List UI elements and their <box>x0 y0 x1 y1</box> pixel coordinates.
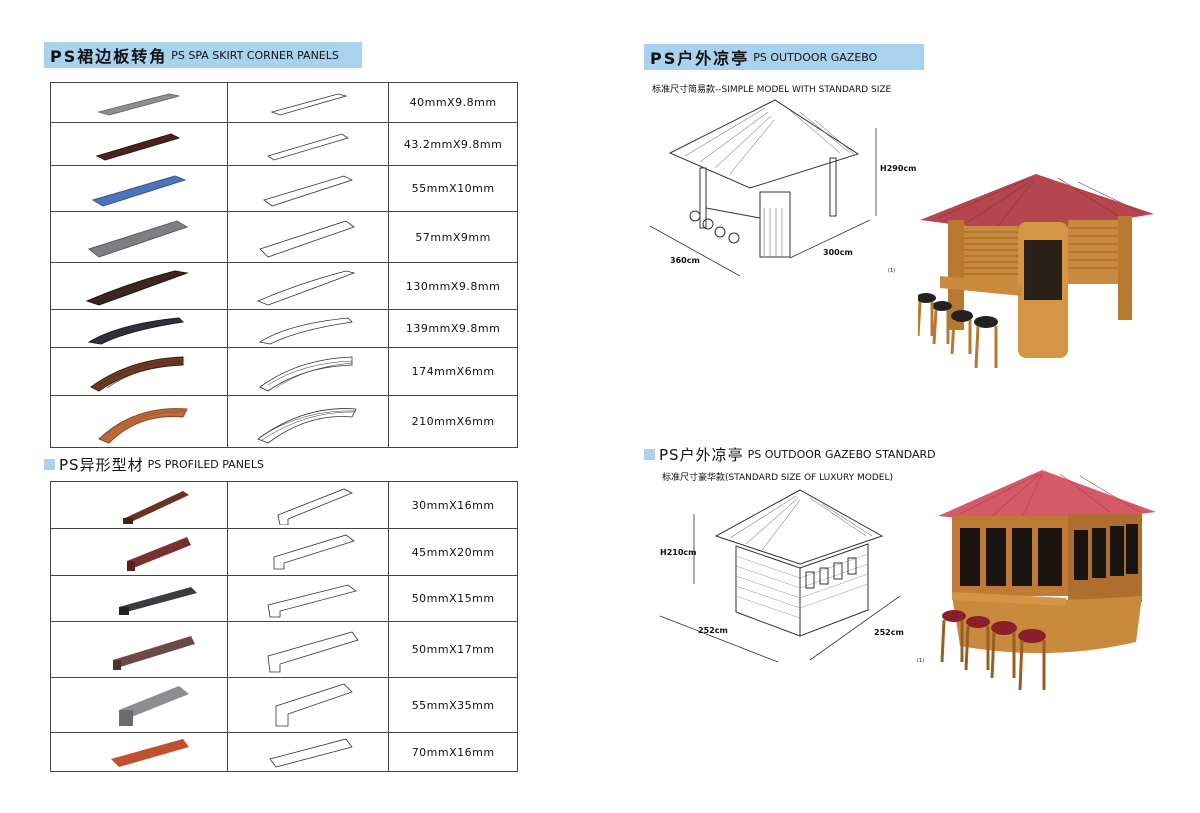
profile-drawing <box>226 677 390 733</box>
panel-size: 130mmX9.8mm <box>388 262 518 310</box>
profile-photo <box>50 481 228 529</box>
section-marker <box>44 458 55 470</box>
panel-drawing <box>226 122 390 166</box>
table-row: 55mmX35mm <box>50 677 518 733</box>
profile-drawing <box>226 621 390 678</box>
gazebo-simple-line-drawing <box>649 99 877 277</box>
panel-photo <box>50 82 228 123</box>
panel-photo <box>50 347 228 396</box>
gazebo-simple-photo <box>918 174 1154 369</box>
table-row: 174mmX6mm <box>50 347 518 396</box>
profiled-panels-table: 30mmX16mm 45mmX20mm 50mmX15mm 50mmX17mm … <box>50 481 518 772</box>
panel-size: 139mmX9.8mm <box>388 309 518 348</box>
panel-drawing <box>226 211 390 263</box>
panel-drawing <box>226 262 390 310</box>
gazebo-simple-height: H290cm <box>880 164 917 173</box>
gazebo-simple-subtitle: 标准尺寸简易款--SIMPLE MODEL WITH STANDARD SIZE <box>652 85 892 95</box>
panel-photo <box>50 262 228 310</box>
panel-photo <box>50 122 228 166</box>
skirt-title-en: PS SPA SKIRT CORNER PANELS <box>171 48 339 62</box>
profiled-title-cn: PS异形型材 <box>59 455 144 474</box>
profile-photo <box>50 732 228 772</box>
panel-size: 55mmX10mm <box>388 165 518 212</box>
skirt-title-cn: PS裙边板转角 <box>50 47 168 66</box>
profile-photo <box>50 677 228 733</box>
table-row: 50mmX17mm <box>50 621 518 678</box>
profiled-title-en: PS PROFILED PANELS <box>147 457 264 471</box>
table-row: 130mmX9.8mm <box>50 262 518 310</box>
table-row: 70mmX16mm <box>50 732 518 772</box>
profile-drawing <box>226 575 390 622</box>
profile-photo <box>50 528 228 576</box>
panel-drawing <box>226 395 390 448</box>
profile-size: 50mmX15mm <box>388 575 518 622</box>
gazebo-simple-header: PS户外凉亭 PS OUTDOOR GAZEBO <box>644 44 924 70</box>
gazebo-luxury-depth: 252cm <box>874 628 904 637</box>
panel-size: 210mmX6mm <box>388 395 518 448</box>
table-row: 57mmX9mm <box>50 211 518 263</box>
gazebo-luxury-line-drawing <box>659 489 901 663</box>
table-row: 50mmX15mm <box>50 575 518 622</box>
profile-size: 30mmX16mm <box>388 481 518 529</box>
panel-size: 40mmX9.8mm <box>388 82 518 123</box>
gazebo-simple-note: (1) <box>888 268 896 274</box>
gazebo-luxury-subtitle: 标准尺寸豪华款(STANDARD SIZE OF LUXURY MODEL) <box>662 473 894 483</box>
table-row: 43.2mmX9.8mm <box>50 122 518 166</box>
profile-size: 45mmX20mm <box>388 528 518 576</box>
gazebo-simple-title-en: PS OUTDOOR GAZEBO <box>753 50 878 64</box>
skirt-section-header: PS裙边板转角 PS SPA SKIRT CORNER PANELS <box>44 42 362 68</box>
table-row: 30mmX16mm <box>50 481 518 529</box>
panel-photo <box>50 165 228 212</box>
table-row: 210mmX6mm <box>50 395 518 448</box>
gazebo-simple-title-cn: PS户外凉亭 <box>650 49 750 68</box>
profile-drawing <box>226 732 390 772</box>
panel-size: 57mmX9mm <box>388 211 518 263</box>
gazebo-luxury-width: 252cm <box>698 626 728 635</box>
gazebo-luxury-header: PS户外凉亭 PS OUTDOOR GAZEBO STANDARD <box>644 444 936 464</box>
gazebo-luxury-photo <box>938 470 1156 691</box>
table-row: 55mmX10mm <box>50 165 518 212</box>
profiled-section-header: PS异形型材 PS PROFILED PANELS <box>44 454 264 474</box>
panel-drawing <box>226 309 390 348</box>
gazebo-luxury-height: H210cm <box>660 548 697 557</box>
gazebo-luxury-note: (1) <box>917 658 925 664</box>
gazebo-simple-width: 360cm <box>670 256 700 265</box>
panel-size: 174mmX6mm <box>388 347 518 396</box>
skirt-panels-table: 40mmX9.8mm 43.2mmX9.8mm 55mmX10mm 57mmX9… <box>50 82 518 448</box>
panel-photo <box>50 395 228 448</box>
gazebo-luxury-title-en: PS OUTDOOR GAZEBO STANDARD <box>747 447 936 461</box>
panel-size: 43.2mmX9.8mm <box>388 122 518 166</box>
panel-drawing <box>226 82 390 123</box>
profile-size: 55mmX35mm <box>388 677 518 733</box>
profile-size: 70mmX16mm <box>388 732 518 772</box>
profile-photo <box>50 621 228 678</box>
gazebo-luxury-title-cn: PS户外凉亭 <box>659 445 744 464</box>
gazebo-simple-depth: 300cm <box>823 248 853 257</box>
table-row: 45mmX20mm <box>50 528 518 576</box>
panel-photo <box>50 211 228 263</box>
profile-photo <box>50 575 228 622</box>
panel-photo <box>50 309 228 348</box>
section-marker <box>644 448 655 460</box>
profile-drawing <box>226 481 390 529</box>
profile-drawing <box>226 528 390 576</box>
table-row: 40mmX9.8mm <box>50 82 518 123</box>
panel-drawing <box>226 165 390 212</box>
profile-size: 50mmX17mm <box>388 621 518 678</box>
table-row: 139mmX9.8mm <box>50 309 518 348</box>
panel-drawing <box>226 347 390 396</box>
